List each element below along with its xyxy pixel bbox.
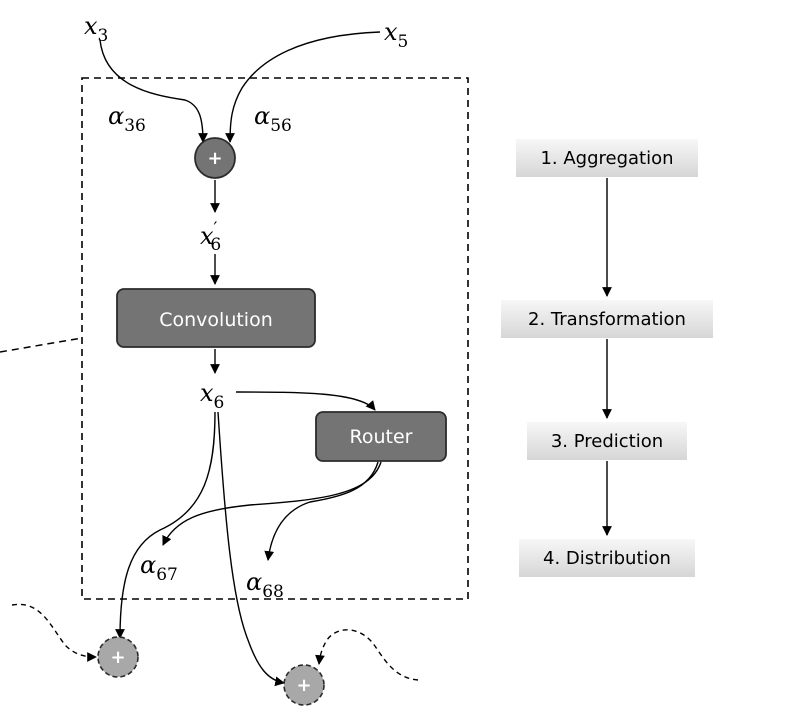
- node-region-boundary: [81, 77, 469, 600]
- step-2-box: [501, 300, 713, 338]
- edge-x5-to-sum: [225, 31, 381, 143]
- pipeline-steps: 1. Aggregation 2. Transformation 3. Pred…: [501, 139, 713, 577]
- router-label: Router: [350, 426, 413, 448]
- label-x5: x5: [384, 18, 408, 52]
- edge-router-to-a67: [162, 461, 382, 546]
- outer-link-dashed: [0, 337, 83, 353]
- aggregation-sum-node: +: [194, 137, 236, 179]
- sum-plus-symbol: +: [207, 148, 222, 169]
- external-dashed-link-right: [315, 629, 419, 681]
- edge-x3-to-sum: [99, 39, 208, 143]
- step-4-label: 4. Distribution: [543, 548, 671, 569]
- label-alpha-36: α36: [108, 102, 146, 136]
- label-x3: x3: [84, 12, 108, 46]
- label-alpha-56: α56: [254, 102, 292, 136]
- router-node: Router: [315, 411, 447, 462]
- step-3-box: [527, 422, 687, 460]
- edge-x6-to-router: [235, 391, 376, 411]
- edge-x6-to-output-right: [217, 411, 285, 687]
- output-left-plus-symbol: +: [110, 647, 125, 668]
- label-x6: x6: [200, 379, 224, 413]
- edge-x6-to-output-left: [115, 411, 216, 639]
- label-alpha-67: α67: [140, 551, 178, 585]
- edge-router-to-a68: [264, 461, 379, 561]
- external-dashed-link-left: [11, 603, 97, 662]
- output-sum-node-right: +: [283, 664, 325, 706]
- output-sum-node-left: +: [97, 636, 139, 678]
- step-3-label: 3. Prediction: [551, 431, 663, 452]
- step-1-box: [516, 139, 698, 177]
- label-x6-prime: x′6: [200, 219, 221, 255]
- label-alpha-68: α68: [246, 568, 284, 602]
- step-1-label: 1. Aggregation: [540, 148, 673, 169]
- output-right-plus-symbol: +: [296, 675, 311, 696]
- step-2-label: 2. Transformation: [528, 309, 686, 330]
- convolution-node: Convolution: [116, 288, 316, 348]
- step-4-box: [519, 539, 695, 577]
- convolution-label: Convolution: [159, 309, 273, 331]
